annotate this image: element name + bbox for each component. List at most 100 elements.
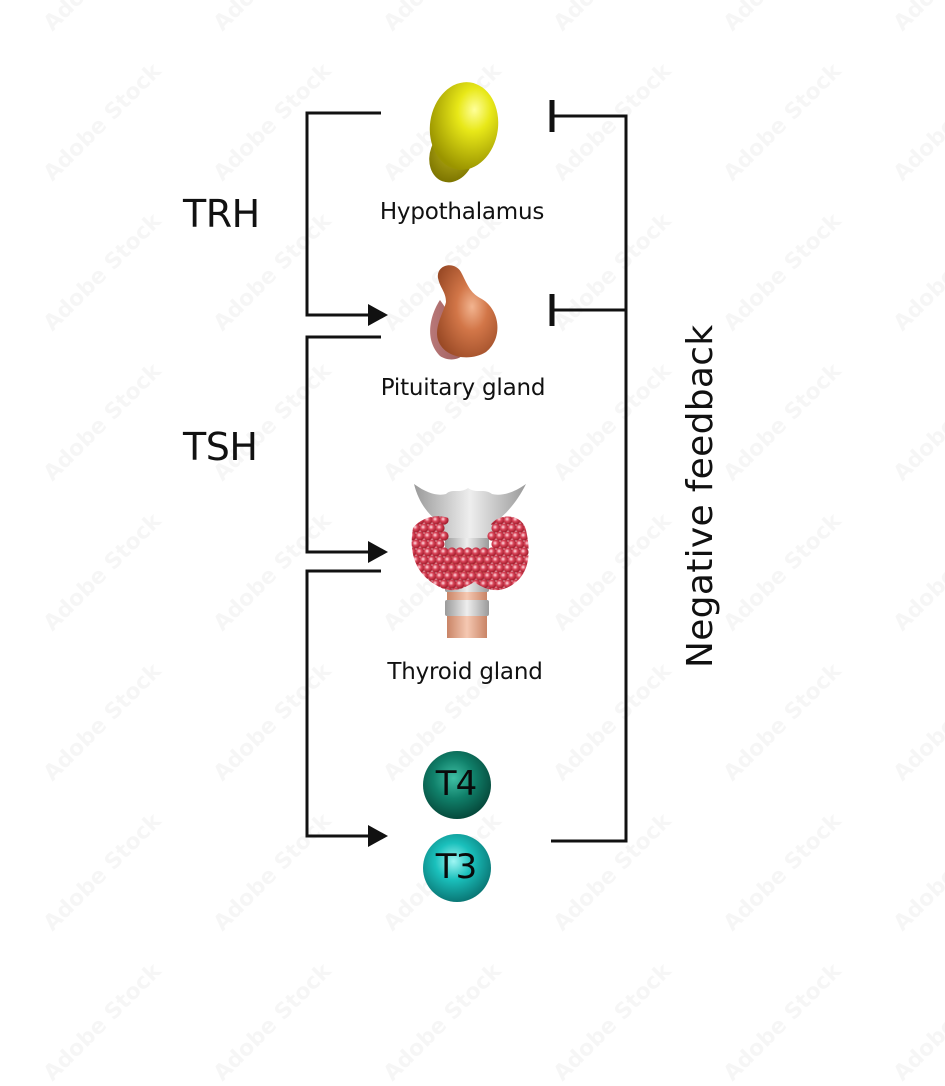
thyroid-follicle — [523, 555, 529, 565]
thyroid-follicle — [411, 571, 413, 581]
arrowhead-hormones — [368, 825, 388, 847]
thyroid-follicle — [411, 523, 421, 533]
thyroid-follicle — [467, 555, 477, 565]
thyroid-follicle — [511, 547, 521, 557]
thyroid-follicle — [511, 531, 521, 541]
hypothalamus-label: Hypothalamus — [379, 199, 545, 225]
thyroid-follicle — [523, 571, 529, 581]
thyroid-follicle — [455, 547, 465, 557]
thyroid-follicle — [415, 547, 425, 557]
thyroid-hormones-icon — [423, 751, 491, 902]
thyroid-follicle — [499, 587, 509, 591]
thyroid-follicle — [487, 531, 497, 541]
thyroid-follicle — [411, 531, 417, 541]
thyroid-follicle — [479, 547, 489, 557]
thyroid-follicle — [419, 555, 429, 565]
thyroid-follicle — [435, 555, 445, 565]
thyroid-follicle — [491, 555, 501, 565]
thyroid-follicle — [447, 579, 457, 589]
thyroid-follicle — [507, 571, 517, 581]
thyroid-follicle — [495, 563, 505, 573]
thyroid-follicle — [479, 579, 489, 589]
diagram-canvas — [305, 82, 628, 902]
thyroid-follicle — [411, 539, 421, 549]
thyroid-follicle — [439, 516, 449, 525]
thyroid-follicle — [427, 523, 437, 533]
thyroid-follicle — [435, 523, 445, 533]
arrowhead-thyroid — [368, 541, 388, 563]
thyroid-follicle — [411, 547, 417, 557]
t3-molecule — [423, 834, 491, 902]
thyroid-follicle — [515, 523, 525, 533]
thyroid-follicle — [487, 563, 497, 573]
thyroid-follicle — [499, 523, 509, 533]
thyroid-follicle — [455, 563, 465, 573]
thyroid-follicle — [447, 563, 457, 573]
thyroid-follicle — [431, 579, 441, 589]
thyroid-follicle — [423, 516, 433, 525]
thyroid-follicle — [423, 563, 433, 573]
thyroid-follicle — [495, 531, 505, 541]
thyroid-follicle — [411, 579, 417, 589]
thyroid-gland-icon — [411, 484, 529, 638]
thyroid-follicle — [427, 539, 437, 549]
thyroid-follicle — [431, 531, 441, 541]
thyroid-follicle — [435, 587, 445, 591]
thyroid-follicle — [515, 555, 525, 565]
thyroid-follicle — [427, 555, 437, 565]
thyroid-follicle — [415, 516, 425, 525]
thyroid-follicle — [431, 547, 441, 557]
pituitary-gland-icon — [430, 265, 498, 360]
t4-molecule — [423, 751, 491, 819]
hpt-axis-diagram: Adobe StockAdobe StockAdobe StockAdobe S… — [183, 82, 721, 902]
thyroid-follicle — [439, 547, 449, 557]
thyroid-follicle — [491, 587, 501, 591]
thyroid-follicle — [471, 547, 481, 557]
thyroid-follicle — [491, 539, 501, 549]
thyroid-follicle — [419, 571, 429, 581]
thyroid-follicle — [427, 571, 437, 581]
thyroid-follicle — [411, 539, 413, 549]
thyroid-follicle — [463, 563, 473, 573]
thyroid-follicle — [467, 571, 477, 581]
negative-feedback-label: Negative feedback — [680, 324, 721, 668]
thyroid-follicle — [419, 539, 429, 549]
thyroid-follicle — [411, 587, 413, 591]
hypothalamus-icon — [429, 82, 499, 183]
thyroid-follicle — [523, 539, 529, 549]
thyroid-follicle — [507, 539, 517, 549]
thyroid-follicle — [459, 555, 469, 565]
thyroid-follicle — [423, 579, 433, 589]
thyroid-follicle — [523, 516, 529, 517]
thyroid-follicle — [451, 571, 461, 581]
thyroid-follicle — [523, 523, 529, 533]
thyroid-follicle — [491, 571, 501, 581]
thyroid-follicle — [431, 516, 441, 525]
thyroid-follicle — [503, 563, 513, 573]
thyroid-follicle — [443, 571, 453, 581]
thyroid-follicle — [415, 531, 425, 541]
trh-label: TRH — [183, 192, 260, 236]
thyroid-follicle — [519, 579, 529, 589]
thyroid-follicle — [487, 547, 497, 557]
thyroid-follicle — [503, 516, 513, 525]
thyroid-follicle — [483, 555, 493, 565]
thyroid-follicle — [411, 555, 421, 565]
thyroid-follicle — [411, 516, 417, 525]
thyroid-follicle — [519, 516, 529, 525]
thyroid-follicle — [411, 555, 413, 565]
connector-lines — [305, 111, 628, 843]
thyroid-follicle — [507, 523, 517, 533]
thyroid-follicle — [439, 563, 449, 573]
thyroid-follicle — [499, 539, 509, 549]
thyroid-follicle — [415, 579, 425, 589]
thyroid-follicle — [495, 547, 505, 557]
thyroid-follicle — [503, 531, 513, 541]
tsh-label: TSH — [183, 425, 258, 469]
thyroid-follicle — [515, 587, 525, 591]
thyroid-follicle — [487, 579, 497, 589]
thyroid-follicle — [443, 555, 453, 565]
thyroid-follicle — [439, 531, 449, 541]
thyroid-follicle — [511, 579, 521, 589]
thyroid-follicle — [439, 579, 449, 589]
